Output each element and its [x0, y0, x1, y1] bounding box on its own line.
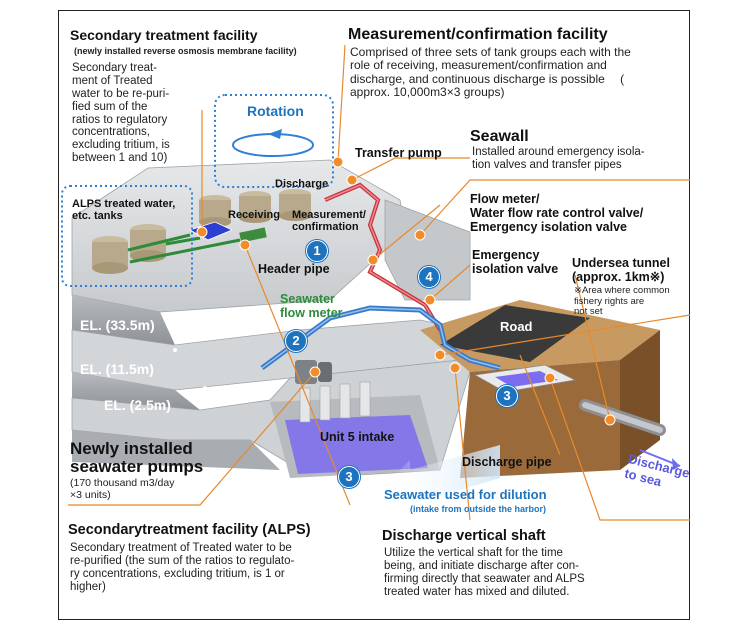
measurement-facility-desc: Comprised of three sets of tank groups e… — [350, 45, 631, 100]
shaft-title: Discharge vertical shaft — [382, 528, 546, 544]
callout-lines — [68, 44, 691, 521]
plateau-lower-front — [72, 430, 280, 470]
badge-3-shaft: 3 — [496, 385, 518, 407]
transfer-pump-label: Transfer pump — [355, 146, 442, 160]
intake-screens — [299, 381, 371, 423]
green-pipes — [127, 233, 241, 264]
alps-facility-desc: Secondary treatment of Treated water to … — [70, 542, 295, 593]
road-label: Road — [500, 319, 533, 334]
shaft-water — [495, 371, 558, 387]
dilution-arrow — [380, 445, 500, 515]
seawall-desc: Installed around emergency isola-tion va… — [472, 146, 645, 171]
badge-4: 4 — [418, 266, 440, 288]
undersea-tunnel-title: Undersea tunnel(approx. 1km※) — [572, 256, 670, 284]
seawall-title: Seawall — [470, 128, 529, 145]
rotation-label: Rotation — [247, 103, 304, 119]
badge-3-intake: 3 — [338, 466, 360, 488]
discharge-tank-label: Discharge — [275, 178, 329, 190]
intake-water — [285, 415, 428, 474]
elevation-33: EL. (33.5m) — [80, 317, 155, 333]
plateau-upper-front — [72, 295, 175, 345]
rotation-box — [214, 94, 334, 188]
alps-facility-title: Secondarytreatment facility (ALPS) — [68, 522, 311, 538]
alps-tanks-label: ALPS treated water,etc. tanks — [72, 198, 176, 223]
alps-tanks — [92, 189, 311, 274]
badge-1: 1 — [306, 240, 328, 262]
road-surface — [440, 305, 590, 362]
unit5-intake-label: Unit 5 intake — [320, 430, 395, 444]
flow-meter-label: Flow meter/Water flow rate control valve… — [470, 192, 644, 234]
seawater-pump — [295, 360, 317, 384]
measurement-label: Measurement/confirmation — [292, 209, 366, 234]
elevation-11: EL. (11.5m) — [80, 361, 154, 377]
pumps-desc: (170 thousand m3/day×3 units) — [70, 477, 175, 501]
badge-2: 2 — [285, 330, 307, 352]
elevation-2: EL. (2.5m) — [104, 397, 171, 413]
header-pipe-label: Header pipe — [258, 262, 330, 276]
soil-side — [620, 330, 660, 470]
receiving-label: Receiving — [228, 209, 280, 221]
measurement-facility-title: Measurement/confirmation facility — [348, 26, 608, 43]
secondary-facility-desc: Secondary treat-ment of Treated water to… — [72, 62, 170, 165]
elevation-dots — [173, 348, 207, 397]
receiving-unit — [239, 227, 267, 243]
alps-tanks-box — [61, 185, 193, 287]
secondary-facility-title: Secondary treatment facility — [70, 27, 258, 43]
rotation-arrow — [232, 133, 314, 157]
plateau-middle-front — [72, 372, 200, 410]
callout-dots — [196, 156, 616, 426]
secondary-facility-subtitle: (newly installed reverse osmosis membran… — [74, 46, 297, 56]
discharge-pipe-label: Discharge pipe — [462, 455, 552, 469]
seawater-dilution-sub: (intake from outside the harbor) — [410, 504, 547, 514]
seawater-dilution-label: Seawater used for dilution — [384, 487, 547, 502]
